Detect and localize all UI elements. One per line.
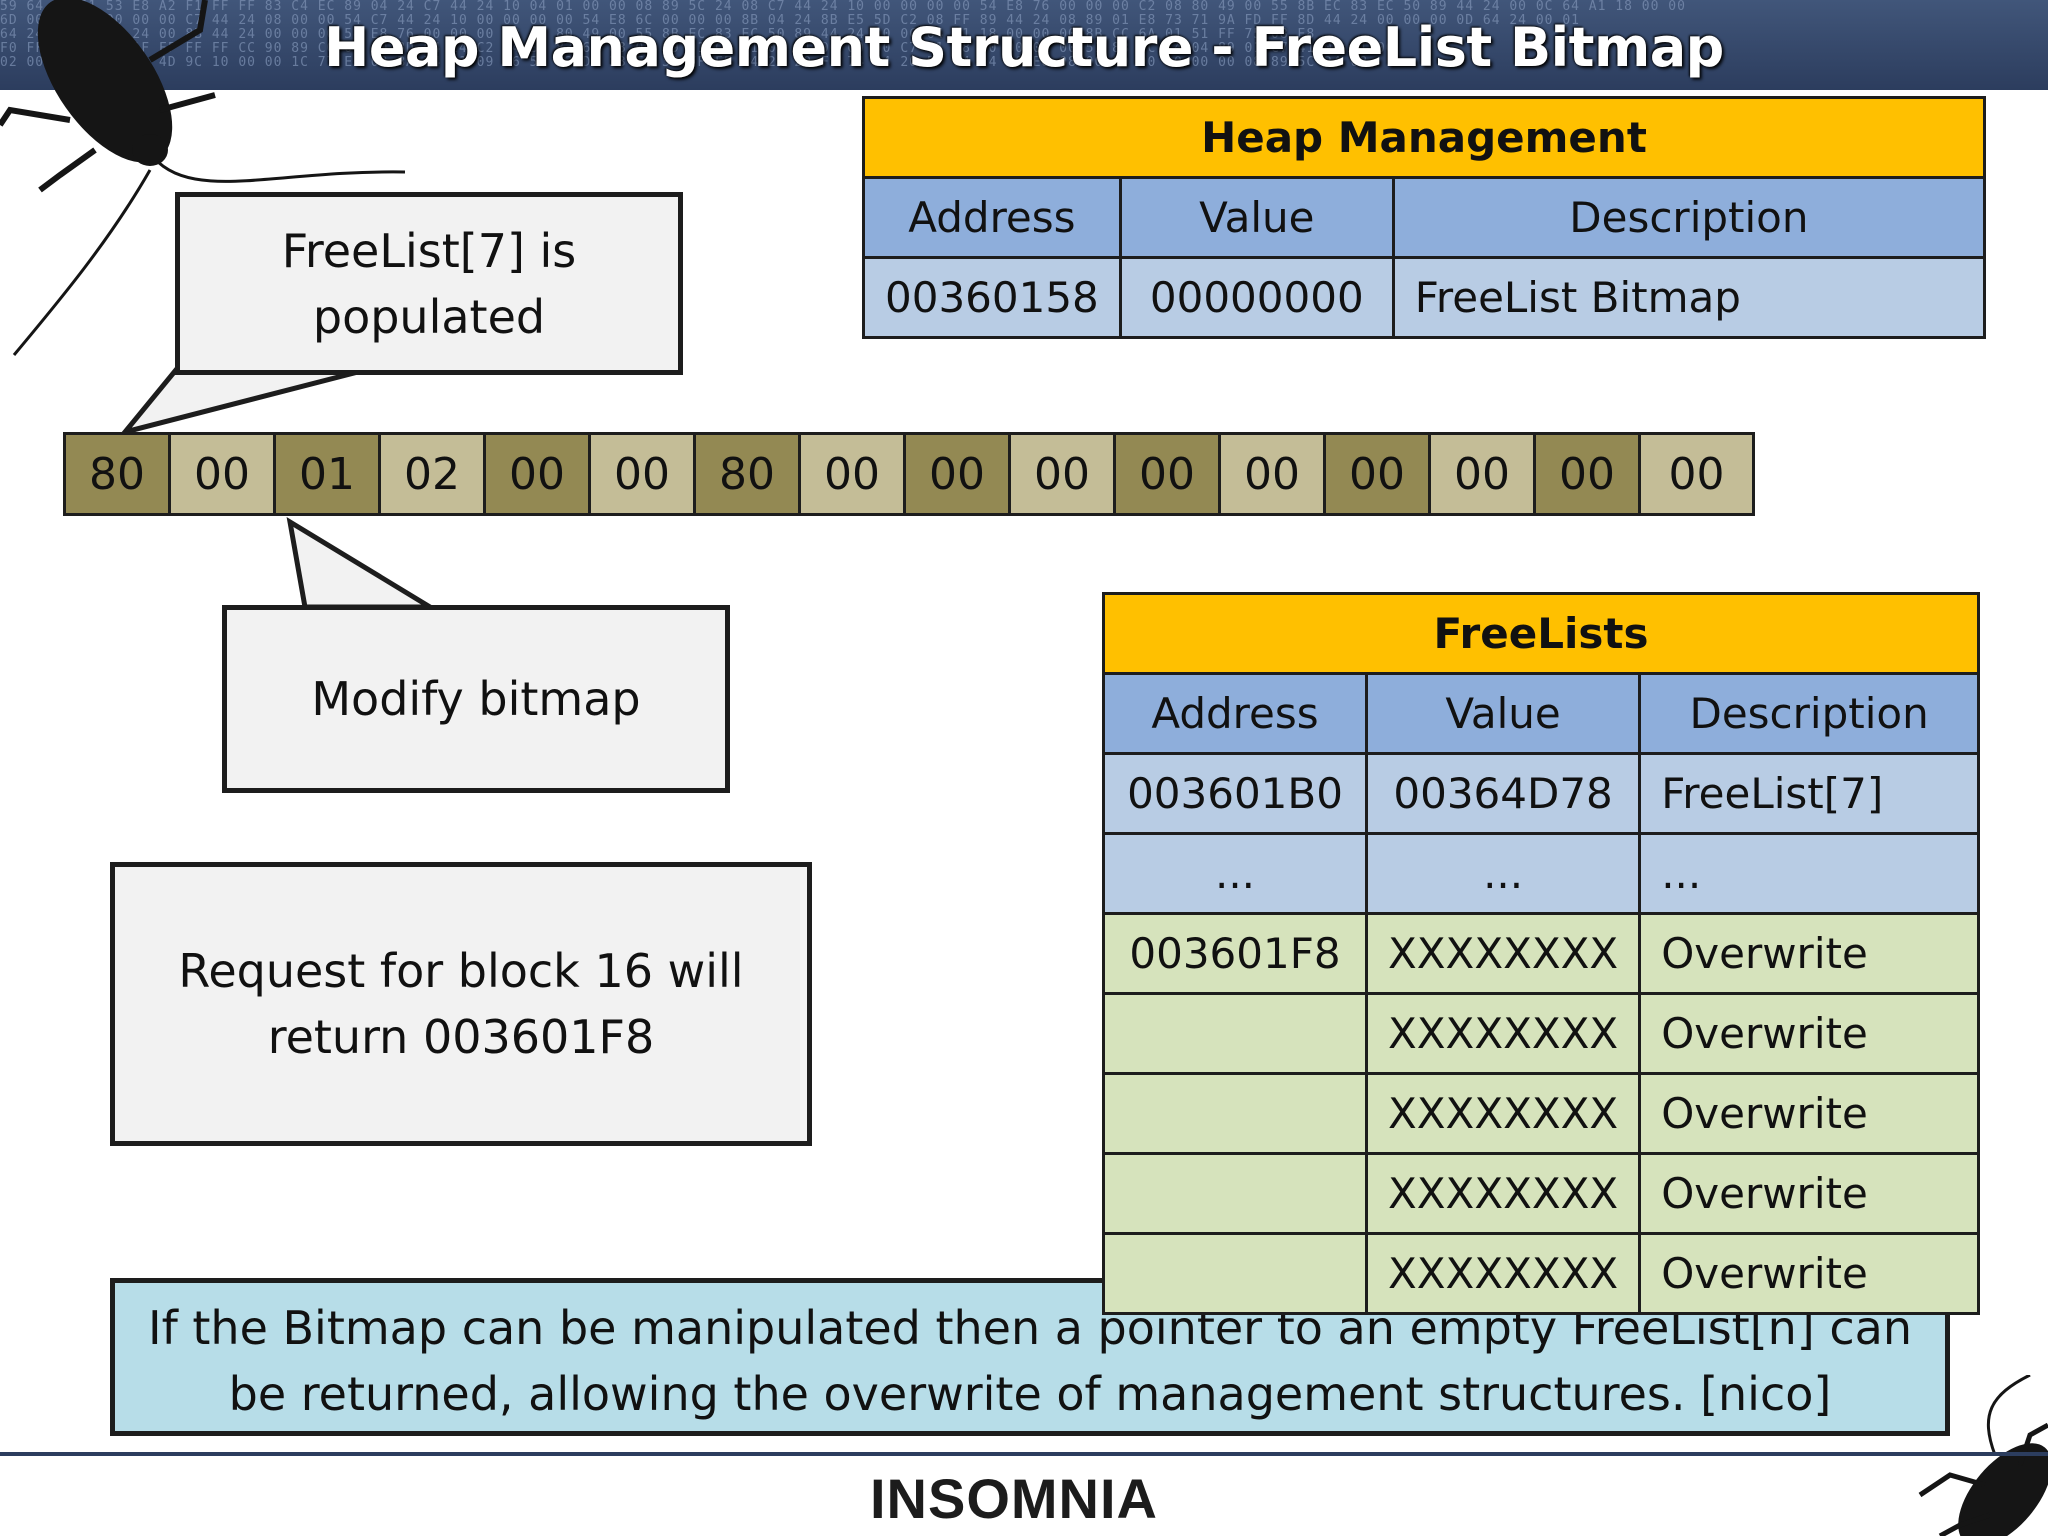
bitmap-byte: 00 [591, 435, 696, 513]
callout-request: Request for block 16 will return 003601F… [110, 862, 812, 1146]
column-header: Value [1364, 672, 1642, 755]
callout-text: populated [312, 289, 546, 344]
callout-modify-bitmap: Modify bitmap [222, 605, 730, 793]
callout-populated: FreeList[7] is populated [175, 192, 683, 375]
callout-text: FreeList[7] is [281, 223, 577, 278]
bitmap-byte: 00 [801, 435, 906, 513]
cell-address: 003601B0 [1102, 752, 1368, 835]
cell-description: FreeList[7] [1638, 752, 1980, 835]
bitmap-byte: 00 [1431, 435, 1536, 513]
bitmap-byte: 00 [1326, 435, 1431, 513]
cell-value: XXXXXXXX [1364, 1072, 1642, 1155]
cell-address [1102, 1152, 1368, 1235]
table-row: XXXXXXXX Overwrite [1102, 992, 1980, 1075]
bitmap-byte: 00 [1011, 435, 1116, 513]
bitmap-byte: 00 [171, 435, 276, 513]
column-header: Value [1118, 176, 1395, 259]
bitmap-byte: 02 [381, 435, 486, 513]
freelist-bitmap: 80 00 01 02 00 00 80 00 00 00 00 00 00 0… [63, 432, 1755, 516]
bitmap-byte: 01 [276, 435, 381, 513]
cell-value: XXXXXXXX [1364, 1152, 1642, 1235]
cell-value: XXXXXXXX [1364, 1232, 1642, 1315]
table-title: FreeLists [1102, 592, 1980, 675]
bitmap-byte: 00 [1116, 435, 1221, 513]
cell-description: Overwrite [1638, 1232, 1980, 1315]
column-header: Description [1638, 672, 1980, 755]
column-header: Address [862, 176, 1122, 259]
callout-text: return 003601F8 [267, 1010, 655, 1064]
cell-value: 00000000 [1118, 256, 1395, 339]
bitmap-byte: 00 [1641, 435, 1752, 513]
cell-description: Overwrite [1638, 992, 1980, 1075]
cell-address [1102, 1072, 1368, 1155]
table-row: XXXXXXXX Overwrite [1102, 1232, 1980, 1315]
callout-text: Modify bitmap [311, 672, 641, 726]
table-row: 00360158 00000000 FreeList Bitmap [862, 256, 1987, 339]
bitmap-byte: 00 [1536, 435, 1641, 513]
table-row: ... ... ... [1102, 832, 1980, 915]
bitmap-byte: 80 [696, 435, 801, 513]
insomnia-logo: INSOMNIA [870, 1467, 1158, 1530]
cockroach-icon [1918, 1375, 2048, 1536]
cell-value: ... [1364, 832, 1642, 915]
slide-title: Heap Management Structure - FreeList Bit… [324, 16, 1724, 79]
cell-address: 00360158 [862, 256, 1122, 339]
hex-dump-background: 59 64 2E 51 53 E8 A2 F1 FF FF 83 C4 EC 8… [0, 0, 1686, 70]
bitmap-byte: 00 [1221, 435, 1326, 513]
cell-value: XXXXXXXX [1364, 912, 1642, 995]
cell-address: ... [1102, 832, 1368, 915]
cell-address: 003601F8 [1102, 912, 1368, 995]
heap-management-table: Heap Management Address Value Descriptio… [862, 96, 1987, 339]
table-row: XXXXXXXX Overwrite [1102, 1152, 1980, 1235]
freelists-table: FreeLists Address Value Description 0036… [1102, 592, 1980, 1315]
cockroach-icon [0, 0, 406, 356]
slide-header: 59 64 2E 51 53 E8 A2 F1 FF FF 83 C4 EC 8… [0, 0, 2048, 90]
footer-divider [0, 1452, 2048, 1456]
table-row: 003601F8 XXXXXXXX Overwrite [1102, 912, 1980, 995]
bitmap-byte: 80 [66, 435, 171, 513]
table-row: 003601B0 00364D78 FreeList[7] [1102, 752, 1980, 835]
table-title: Heap Management [862, 96, 1986, 179]
cell-value: 00364D78 [1364, 752, 1642, 835]
cell-value: XXXXXXXX [1364, 992, 1642, 1075]
table-row: XXXXXXXX Overwrite [1102, 1072, 1980, 1155]
cell-description: Overwrite [1638, 1072, 1980, 1155]
note-line: be returned, allowing the overwrite of m… [228, 1367, 1832, 1421]
callout-text: Request for block 16 will [178, 944, 744, 998]
cell-address [1102, 992, 1368, 1075]
cell-description: Overwrite [1638, 1152, 1980, 1235]
cell-description: Overwrite [1638, 912, 1980, 995]
cell-description: FreeList Bitmap [1391, 256, 1987, 339]
column-header: Description [1391, 176, 1987, 259]
cell-address [1102, 1232, 1368, 1315]
bitmap-byte: 00 [486, 435, 591, 513]
bitmap-byte: 00 [906, 435, 1011, 513]
column-header: Address [1102, 672, 1368, 755]
cell-description: ... [1638, 832, 1980, 915]
